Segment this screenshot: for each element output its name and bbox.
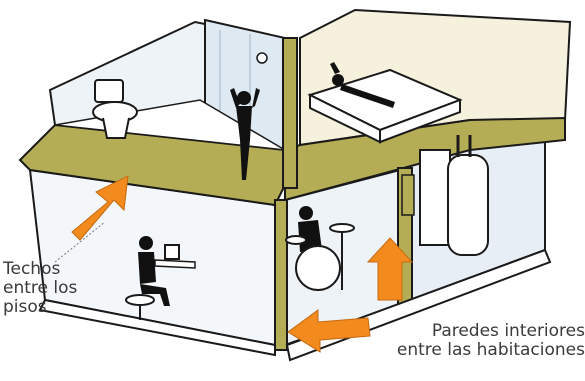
upper-wall-insulation <box>283 38 297 188</box>
shower-head <box>257 53 267 63</box>
ceiling-label: Techos entre los pisos <box>3 260 113 317</box>
walls-label: Paredes interiores entre las habitacione… <box>370 322 585 360</box>
lower-wall-insulation-left <box>275 200 287 350</box>
